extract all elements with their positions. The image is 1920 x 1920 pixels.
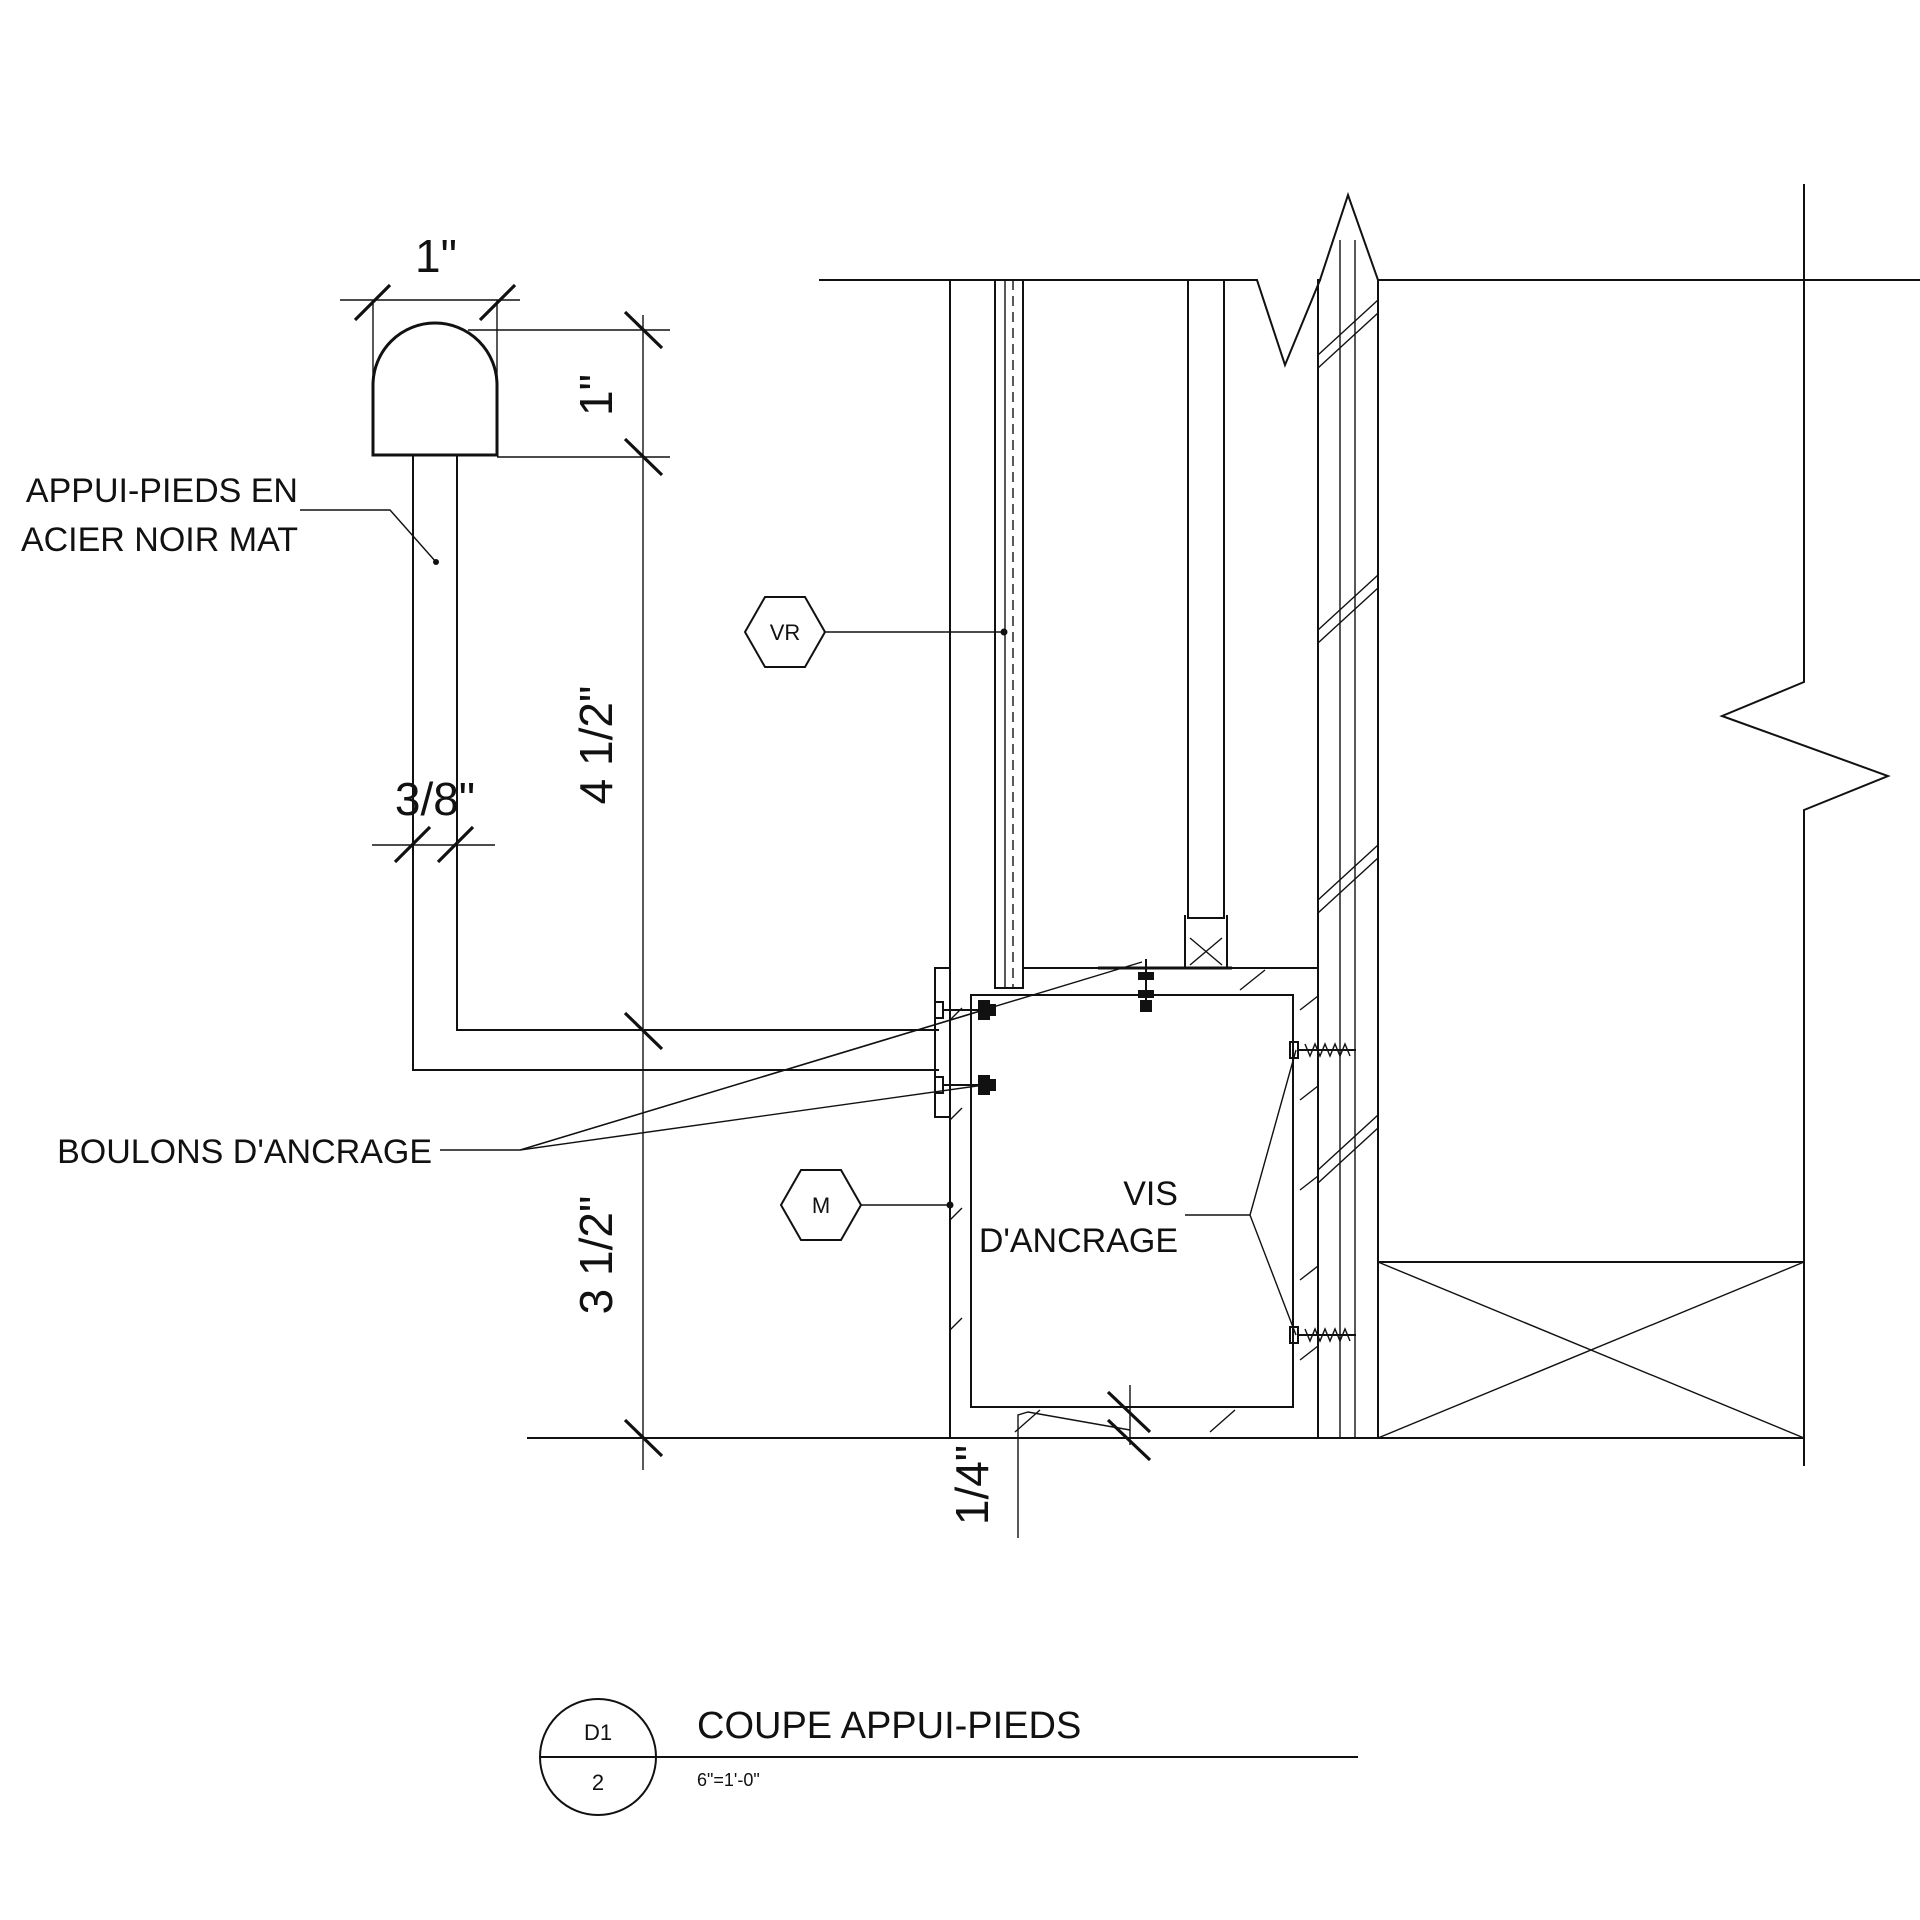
mounting-bracket [934, 967, 951, 1118]
anchor-bolts-leader [440, 961, 1143, 1151]
dim-base-height-text: 3 1/2" [570, 1196, 622, 1315]
footrest-label-line1: APPUI-PIEDS EN [26, 472, 298, 510]
anchor-screws-label-line2: D'ANCRAGE [979, 1222, 1178, 1260]
dim-cap-width-text: 1" [415, 230, 457, 282]
anchor-bolt-1 [934, 1000, 996, 1020]
structural-column [1317, 191, 1380, 1439]
title-block [539, 1698, 1358, 1816]
anchor-screws-label-line1: VIS [1123, 1175, 1178, 1213]
right-wall-breakline [1377, 184, 1920, 1466]
sheet-number: 2 [592, 1770, 604, 1795]
anchor-bolt-3 [1138, 959, 1154, 1012]
dim-cap-height-text: 1" [570, 374, 622, 416]
vr-panel [994, 279, 1024, 989]
top-break-line [819, 278, 1322, 368]
vr-tag [743, 596, 1008, 668]
anchor-screw-1 [1289, 1041, 1356, 1059]
m-tag [779, 1169, 954, 1241]
dim-gap [1017, 1385, 1152, 1538]
blocking-box [1377, 1261, 1805, 1439]
drawing-scale: 6"=1'-0" [697, 1770, 760, 1790]
anchor-bolt-2 [934, 1075, 996, 1095]
anchor-screw-2 [1289, 1326, 1356, 1344]
dim-rod-height-text: 4 1/2" [570, 686, 622, 805]
dim-gap-text: 1/4" [946, 1445, 998, 1525]
dim-rod-thickness-text: 3/8" [395, 773, 475, 825]
detail-number: D1 [584, 1720, 612, 1745]
dim-cap-width [340, 283, 520, 385]
m-tag-text: M [812, 1193, 830, 1218]
footrest-profile [371, 321, 939, 1071]
dim-rod-thickness [372, 825, 495, 864]
dim-vertical-chain [468, 310, 670, 1470]
anchor-bolts-label: BOULONS D'ANCRAGE [57, 1133, 432, 1171]
drawing-title: COUPE APPUI-PIEDS [697, 1705, 1081, 1747]
insulation-strip [1098, 279, 1232, 970]
footrest-leader [300, 509, 439, 565]
anchor-screws-leader [1185, 1049, 1297, 1336]
vr-tag-text: VR [770, 620, 801, 645]
footrest-label-line2: ACIER NOIR MAT [21, 521, 298, 559]
